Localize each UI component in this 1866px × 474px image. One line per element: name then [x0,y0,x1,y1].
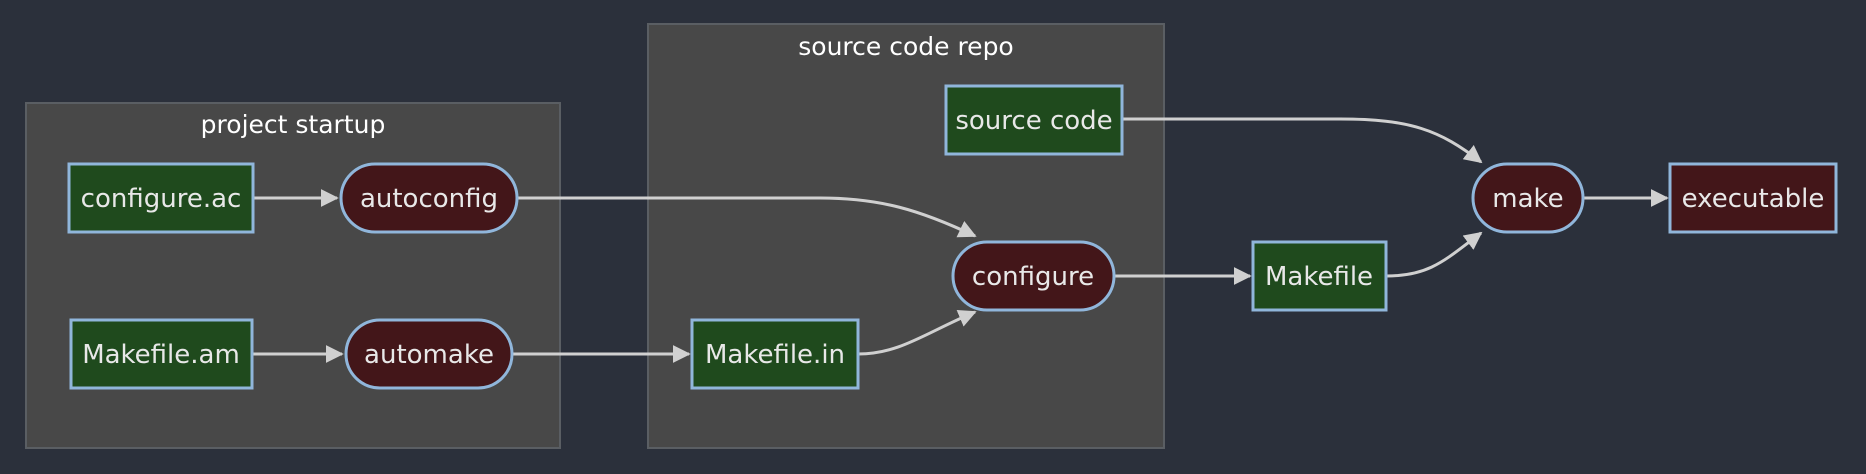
node-label-make: make [1492,184,1563,214]
cluster-title-source-code-repo: source code repo [798,32,1013,61]
node-label-makefile-in: Makefile.in [705,340,845,370]
node-makefile-in[interactable]: Makefile.in [690,318,860,390]
node-label-makefile: Makefile [1265,262,1373,292]
node-make[interactable]: make [1471,162,1585,234]
node-label-executable: executable [1682,184,1825,214]
node-autoconfig[interactable]: autoconfig [339,162,519,234]
node-label-configure-ac: configure.ac [81,184,242,214]
node-automake[interactable]: automake [344,318,514,390]
node-executable[interactable]: executable [1668,162,1838,234]
node-source-code[interactable]: source code [944,84,1124,156]
node-configure[interactable]: configure [951,240,1116,312]
node-configure-ac[interactable]: configure.ac [67,162,255,234]
node-label-source-code: source code [955,106,1112,136]
cluster-project-startup: project startup [25,102,561,449]
edge-autoconfig-to-configure [517,196,977,238]
edge-makefile-in-to-configure [857,309,977,356]
node-label-configure: configure [972,262,1094,292]
edge-makefile-to-make [1385,231,1483,278]
edge-source-code-to-make [1122,117,1483,164]
node-label-makefile-am: Makefile.am [82,340,240,370]
node-makefile[interactable]: Makefile [1251,240,1388,312]
cluster-title-project-startup: project startup [201,110,386,139]
node-label-autoconfig: autoconfig [360,184,498,214]
node-makefile-am[interactable]: Makefile.am [69,318,254,390]
edges [252,117,1669,363]
node-label-automake: automake [364,340,494,370]
